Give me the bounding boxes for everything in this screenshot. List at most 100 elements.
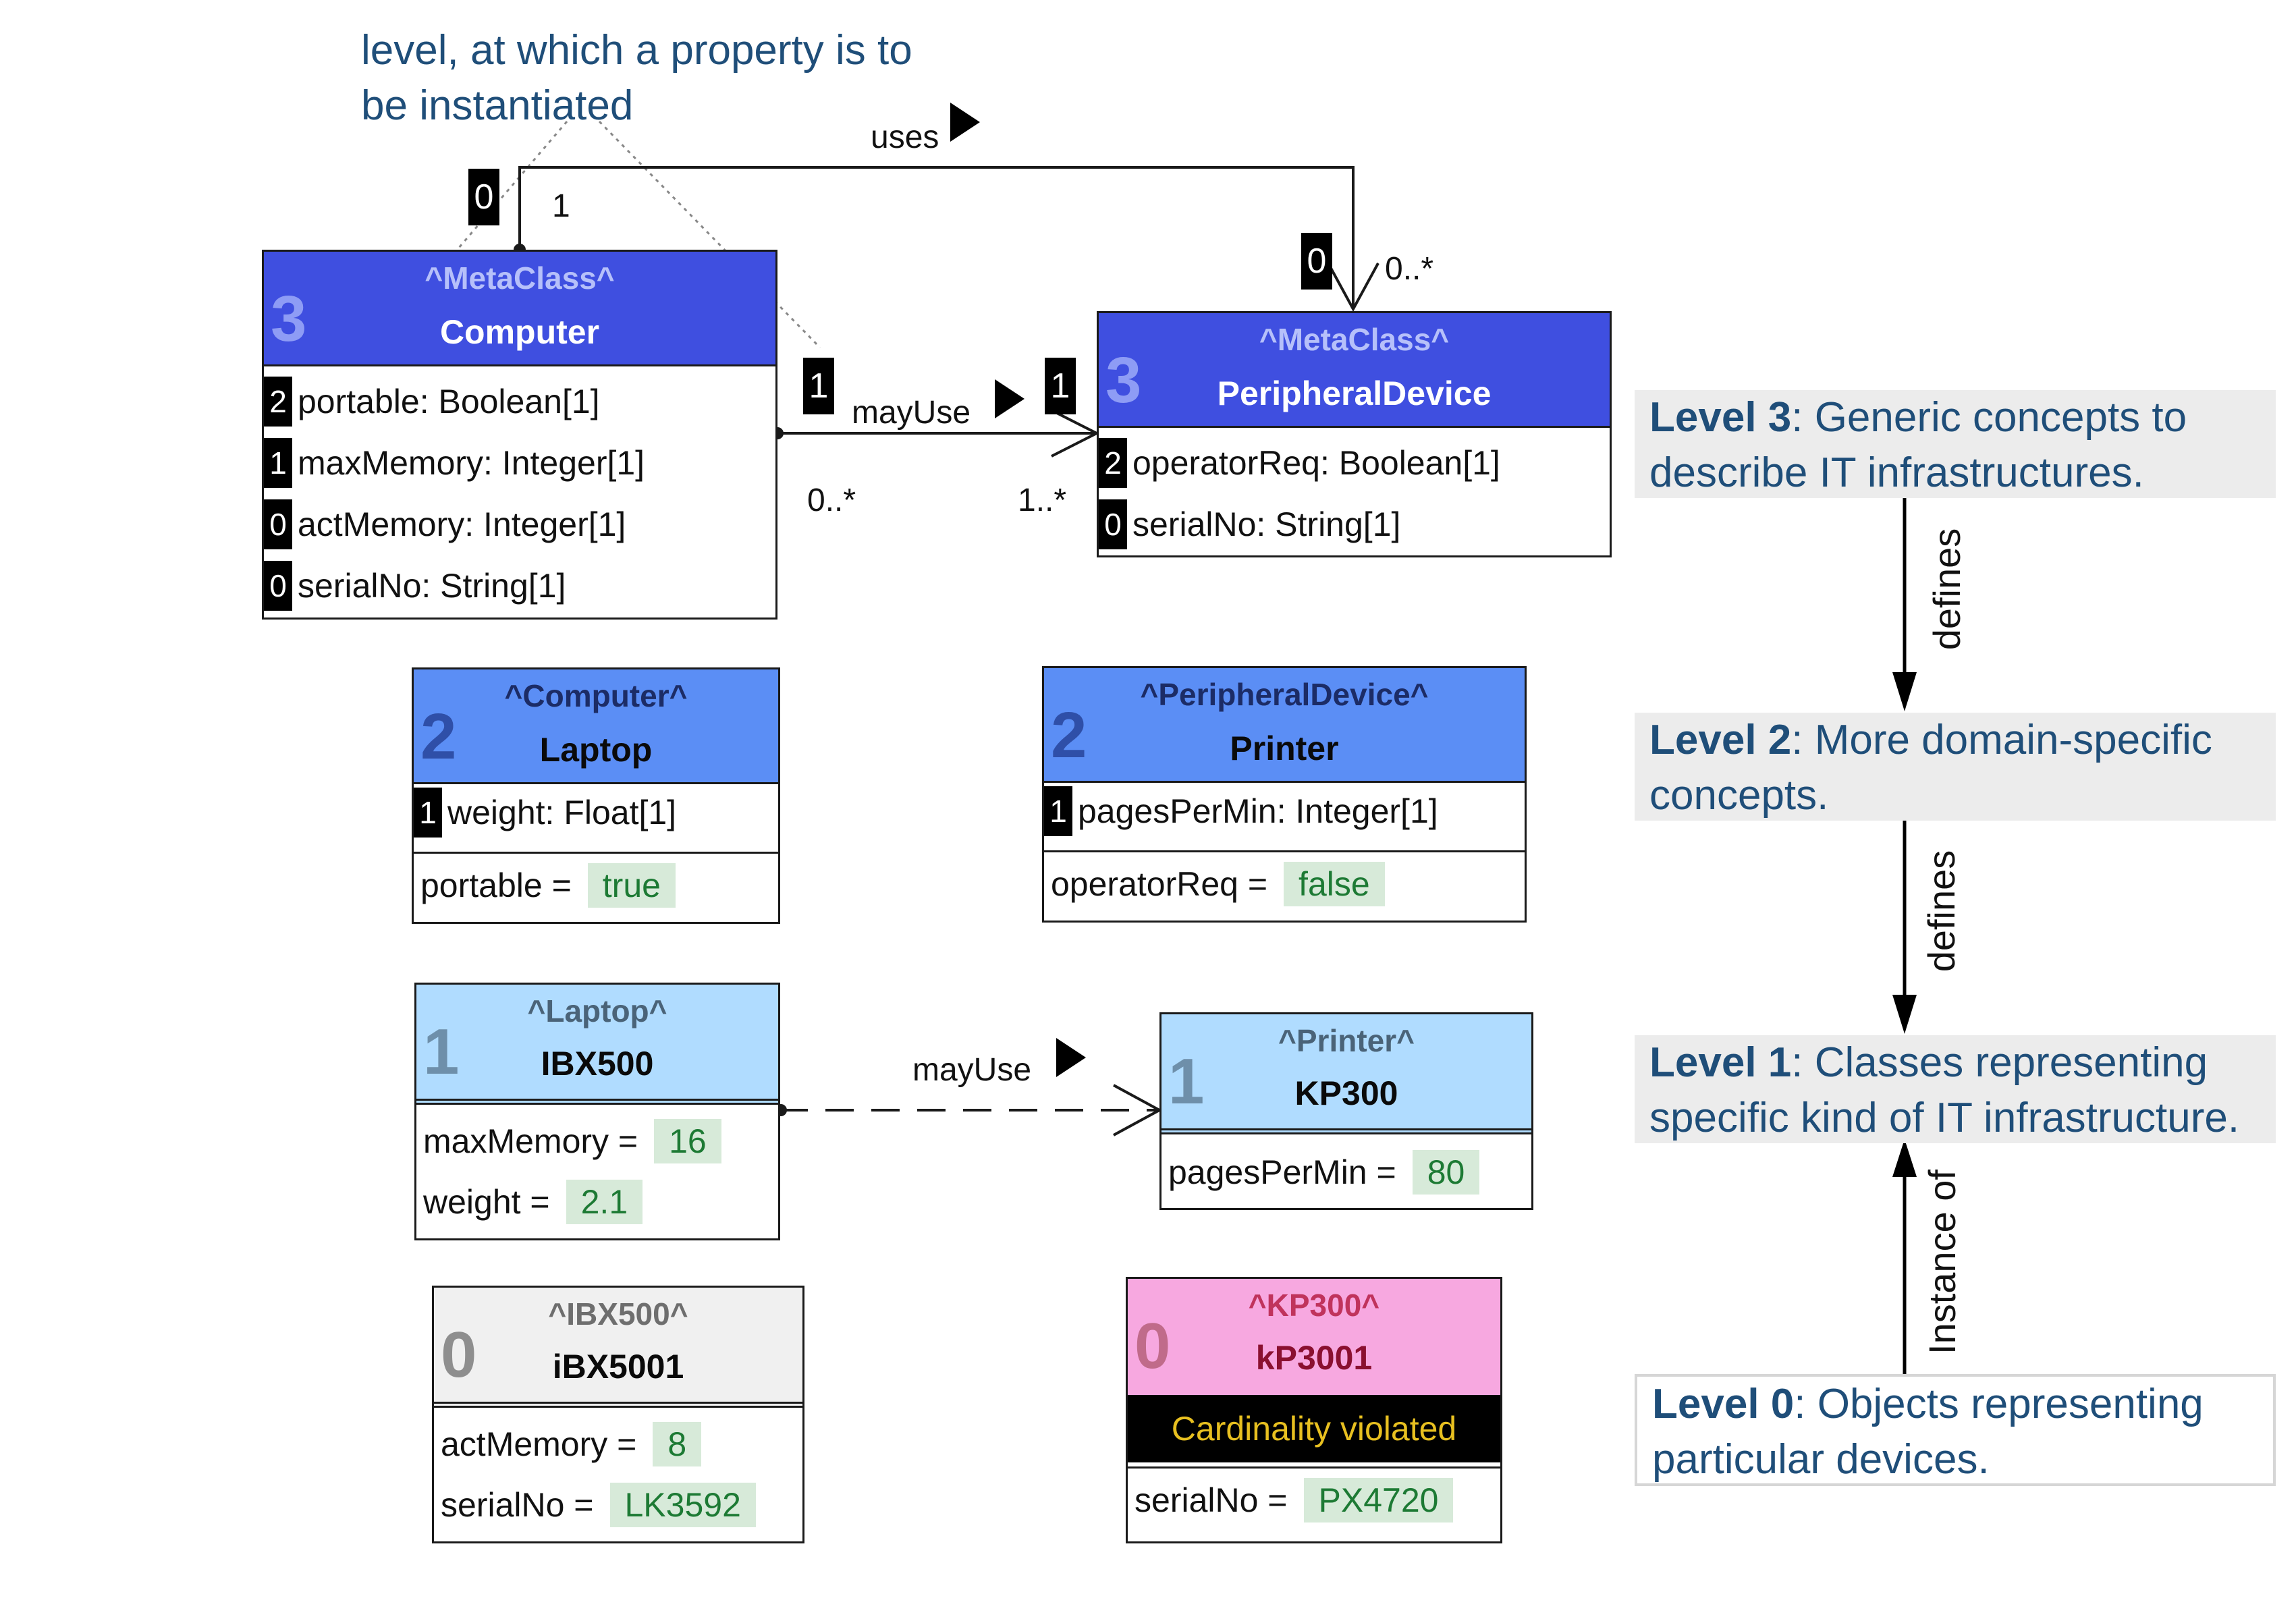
attr-text: actMemory: Integer[1] (298, 505, 626, 543)
ibx500-stereotype: ^Laptop^ (527, 993, 667, 1028)
kp3001-slot-separator (1128, 1466, 1500, 1469)
annotation-line-1: level, at which a property is to (361, 27, 912, 74)
level-1-text-1: : Classes representing (1791, 1039, 2208, 1086)
object-kp3001[interactable]: 0 ^KP300^ kP3001 Cardinality violated se… (1126, 1277, 1502, 1543)
level-2-text-2: concepts. (1649, 772, 1829, 819)
attr-level-badge: 1 (414, 788, 442, 838)
computer-stereotype: ^MetaClass^ (425, 260, 615, 296)
attr-text: maxMemory: Integer[1] (298, 444, 645, 482)
annotation-note: level, at which a property is to be inst… (361, 23, 912, 134)
kp3001-level: 0 (1135, 1310, 1171, 1382)
defines-label-2: defines (1920, 850, 1963, 972)
mayuse-label: mayUse (852, 395, 971, 431)
attr-level-badge: 2 (1099, 438, 1127, 488)
defines-label-1: defines (1925, 528, 1968, 651)
kp3001-slot-serialno: serialNo = PX4720 (1128, 1473, 1454, 1527)
defines-arrow-2-head (1892, 995, 1917, 1034)
mayuse-target-multiplicity: 1..* (1018, 483, 1067, 518)
kp3001-name: kP3001 (1255, 1339, 1373, 1377)
mayuse-link-direction-triangle (1056, 1038, 1086, 1077)
annotation-line-2: be instantiated (361, 82, 634, 129)
kp300-level: 1 (1168, 1045, 1205, 1118)
defines-arrow-1-head (1892, 672, 1917, 711)
printer-header: 2 ^PeripheralDevice^ Printer (1044, 668, 1525, 783)
kp300-slot-pagespermin: pagesPerMin =80 (1161, 1145, 1480, 1199)
ibx500-slot-maxmemory: maxMemory = 16 (416, 1114, 721, 1168)
mayuse-direction-triangle (995, 379, 1024, 418)
slot-name: actMemory = (441, 1425, 637, 1463)
ibx500-name: IBX500 (541, 1045, 654, 1082)
level-3-text-2: describe IT infrastructures. (1649, 449, 2144, 496)
slot-value: 8 (653, 1422, 702, 1466)
peripheral-level: 3 (1105, 344, 1142, 416)
uses-source-level-badge: 0 (468, 169, 499, 225)
peripheral-header: 3 ^MetaClass^ PeripheralDevice (1099, 313, 1610, 428)
laptop-slot-separator (414, 852, 778, 854)
computer-level: 3 (271, 283, 307, 355)
uses-target-multiplicity: 0..* (1385, 251, 1434, 287)
object-ibx5001[interactable]: 0 ^IBX500^ iBX5001 actMemory =8 serialNo… (432, 1286, 804, 1543)
slot-value: 16 (654, 1119, 721, 1163)
computer-name: Computer (439, 313, 600, 351)
attr-text: pagesPerMin: Integer[1] (1078, 792, 1438, 830)
ibx5001-stereotype: ^IBX500^ (548, 1296, 688, 1332)
uses-label: uses (871, 119, 939, 155)
level-2-title: Level 2 (1649, 717, 1792, 763)
laptop-level: 2 (420, 701, 457, 773)
level-2-text-1: : More domain-specific (1791, 717, 2212, 763)
level-0-description: Level 0: Objects representing particular… (1635, 1374, 2276, 1486)
mayuse-source-multiplicity: 0..* (807, 483, 856, 518)
mayuse-link-label: mayUse (912, 1052, 1032, 1088)
level-0-title: Level 0 (1652, 1381, 1795, 1427)
slot-value: LK3592 (609, 1483, 756, 1527)
slot-name: serialNo = (1135, 1481, 1288, 1519)
class-ibx500[interactable]: 1 ^Laptop^ IBX500 maxMemory = 16 weight =… (414, 983, 780, 1240)
attr-level-badge: 0 (264, 561, 292, 611)
laptop-stereotype: ^Computer^ (504, 678, 688, 713)
attr-text: weight: Float[1] (447, 794, 677, 831)
ibx5001-slot-serialno: serialNo = LK3592 (434, 1478, 756, 1532)
slot-value: 80 (1412, 1150, 1480, 1195)
slot-name: operatorReq = (1051, 865, 1268, 903)
slot-name: serialNo = (441, 1486, 594, 1524)
peripheral-stereotype: ^MetaClass^ (1259, 322, 1450, 357)
attr-text: serialNo: String[1] (298, 567, 566, 605)
attr-level-badge: 2 (264, 377, 292, 427)
printer-stereotype: ^PeripheralDevice^ (1140, 677, 1429, 712)
printer-slot-separator (1044, 850, 1525, 852)
attr-level-badge: 0 (1099, 499, 1127, 549)
instance-of-label: Instance of (1921, 1170, 1963, 1354)
slot-value: true (587, 863, 676, 908)
attr-text: portable: Boolean[1] (298, 383, 600, 420)
kp3001-stereotype: ^KP300^ (1248, 1288, 1380, 1323)
peripheral-name: PeripheralDevice (1217, 375, 1492, 412)
level-0-text-2: particular devices. (1652, 1436, 1990, 1483)
laptop-slot-portable: portable =true (414, 858, 676, 912)
class-kp300[interactable]: 1 ^Printer^ KP300 pagesPerMin =80 (1159, 1012, 1533, 1210)
level-1-text-2: specific kind of IT infrastructure. (1649, 1095, 2240, 1141)
kp3001-error-banner: Cardinality violated (1128, 1395, 1500, 1462)
slot-name: weight = (423, 1183, 550, 1221)
level-1-line-1: Level 1: Classes representing (1649, 1035, 2261, 1091)
ibx500-header: 1 ^Laptop^ IBX500 (416, 985, 778, 1105)
slot-value: PX4720 (1303, 1478, 1454, 1522)
instance-of-arrow-head (1892, 1139, 1917, 1177)
printer-name: Printer (1230, 730, 1339, 767)
mayuse-target-level-badge: 1 (1045, 358, 1076, 414)
level-3-title: Level 3 (1649, 394, 1792, 441)
kp300-name: KP300 (1294, 1074, 1398, 1112)
ibx5001-slot-actmemory: actMemory = 8 (434, 1417, 702, 1471)
uses-arrowhead (1327, 263, 1379, 312)
ibx5001-level: 0 (441, 1319, 477, 1391)
level-0-text-1: : Objects representing (1794, 1381, 2204, 1427)
slot-name: maxMemory = (423, 1122, 638, 1160)
uses-target-level-badge: 0 (1301, 233, 1332, 290)
